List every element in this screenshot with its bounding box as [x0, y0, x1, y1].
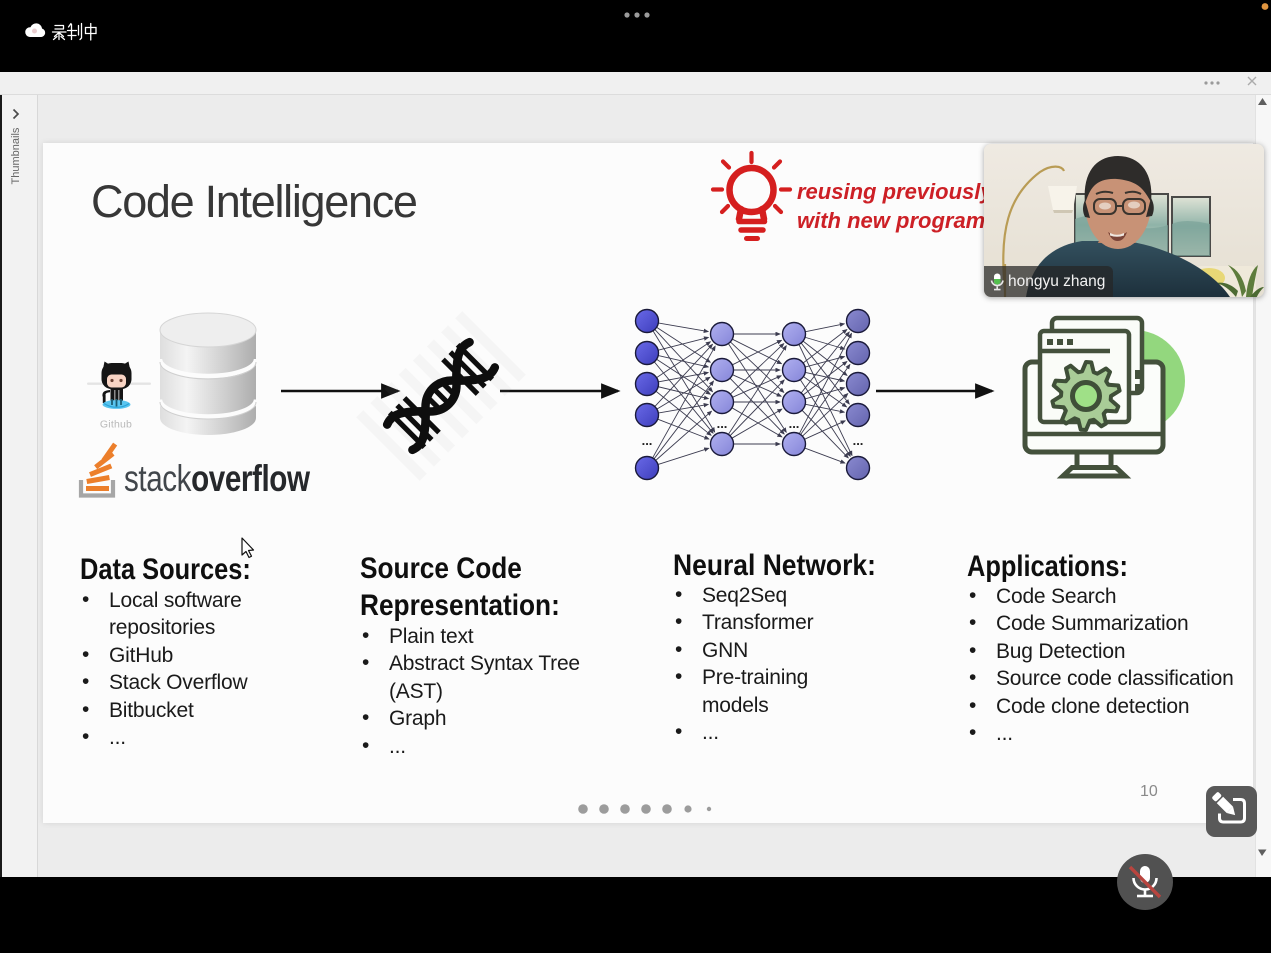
svg-text:...: ...	[717, 416, 728, 431]
svg-text:...: ...	[642, 433, 653, 448]
svg-text:...: ...	[853, 433, 864, 448]
svg-text:...: ...	[789, 416, 800, 431]
svg-text:stackoverflow: stackoverflow	[124, 459, 311, 500]
svg-text:Github: Github	[100, 419, 132, 431]
